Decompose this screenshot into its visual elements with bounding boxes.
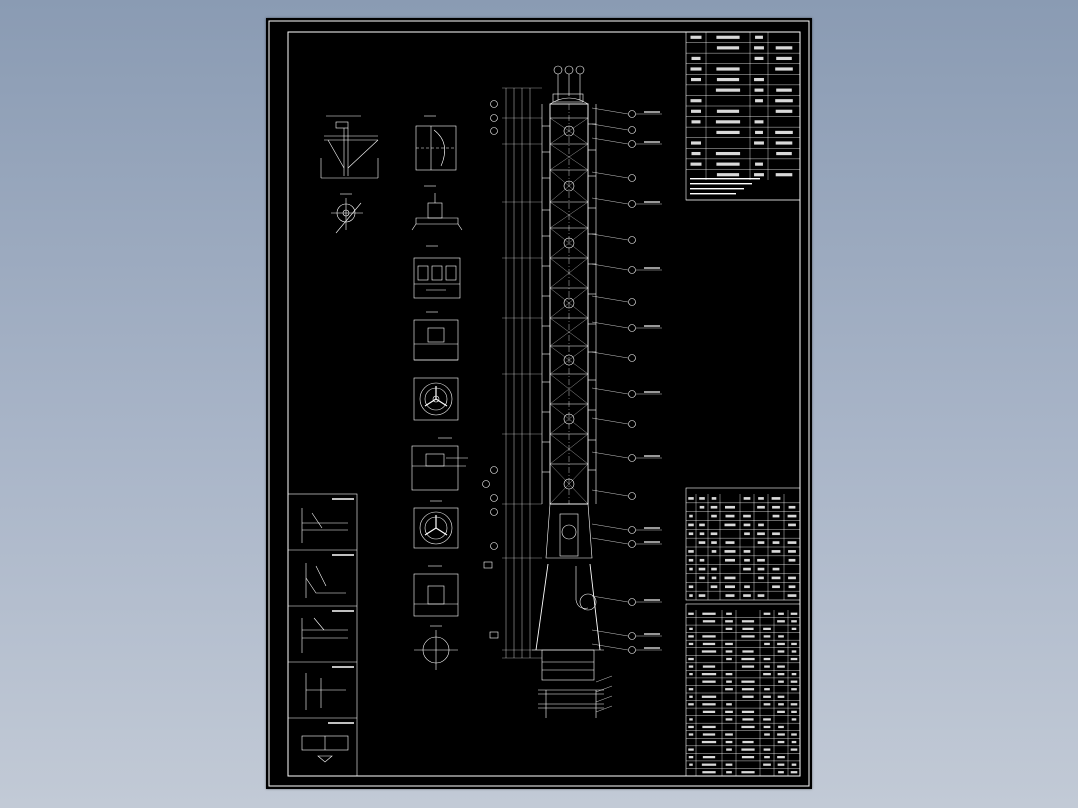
callout-bubble (628, 298, 636, 306)
manway (563, 125, 575, 137)
callout-bubble (628, 454, 636, 462)
callout-bubble (628, 174, 636, 182)
design-data-table (685, 31, 801, 201)
callout-bubble (628, 420, 636, 428)
manway (563, 237, 575, 249)
callout-bubble (628, 492, 636, 500)
callout-bubble (490, 508, 498, 516)
callout-bubble (628, 126, 636, 134)
callout-bubble (628, 354, 636, 362)
outer-frame (268, 20, 810, 787)
callout-bubble (628, 236, 636, 244)
parts-list-table (685, 603, 801, 777)
callout-bubble (628, 140, 636, 148)
weld-detail-panel (287, 493, 358, 777)
dimension-lines (482, 87, 662, 713)
callout-box (483, 561, 493, 569)
manway (563, 354, 575, 366)
nozzle-table (685, 487, 801, 601)
callout-bubble (490, 100, 498, 108)
callout-box (489, 631, 499, 639)
callout-bubble (628, 632, 636, 640)
support-detail (320, 115, 379, 234)
detail-column (411, 115, 468, 670)
callout-bubble (628, 646, 636, 654)
callout-bubble (490, 114, 498, 122)
callout-bubble (628, 540, 636, 548)
note-text-line (690, 193, 736, 195)
callout-bubble (628, 390, 636, 398)
manway (563, 297, 575, 309)
manway (563, 180, 575, 192)
manway (563, 413, 575, 425)
callout-bubble (628, 324, 636, 332)
callout-bubble (628, 526, 636, 534)
cad-drawing-sheet[interactable] (266, 18, 812, 789)
callout-bubble (490, 494, 498, 502)
callout-bubble (628, 598, 636, 606)
callout-bubble (490, 542, 498, 550)
callout-bubble (628, 110, 636, 118)
callout-bubble (628, 200, 636, 208)
note-text-line (690, 178, 760, 180)
tower-column (532, 65, 604, 718)
callout-bubble (628, 266, 636, 274)
drawing-canvas (268, 20, 810, 787)
inner-frame (287, 31, 801, 777)
notes-block (686, 178, 800, 201)
manway (563, 478, 575, 490)
callout-bubble (490, 127, 498, 135)
note-text-line (690, 183, 752, 185)
note-text-line (690, 188, 744, 190)
callout-bubble (490, 466, 498, 474)
callout-bubble (482, 480, 490, 488)
